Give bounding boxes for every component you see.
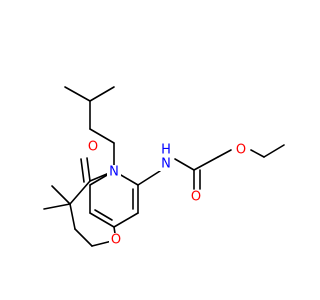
atom-o-ring-ether: O <box>111 233 121 248</box>
bond <box>174 158 195 171</box>
atom-o-side-carbonyl: O <box>191 190 201 205</box>
bond <box>69 203 76 230</box>
bond <box>89 86 115 102</box>
bond <box>263 144 285 158</box>
bond <box>69 180 91 205</box>
bond <box>51 185 71 205</box>
atom-n-ring: N <box>109 165 119 180</box>
bond <box>217 149 232 158</box>
atom-o-ring-carbonyl: O <box>88 140 98 155</box>
bond <box>86 157 91 182</box>
bond <box>89 212 115 228</box>
atom-o-side-ether: O <box>236 143 246 158</box>
bond <box>89 128 115 144</box>
bond <box>193 156 219 171</box>
bond <box>94 209 113 221</box>
bond <box>43 203 71 210</box>
molecule-diagram: N H N O O O O <box>43 86 285 248</box>
bond <box>137 170 161 186</box>
atom-h-amide: H <box>161 143 171 158</box>
bond <box>80 158 85 183</box>
bond <box>64 86 91 102</box>
bond <box>74 228 93 247</box>
bond <box>113 212 139 228</box>
atom-n-amide: N <box>161 157 171 172</box>
bond <box>250 149 265 158</box>
structure-canvas: N H N O O O O <box>43 86 285 248</box>
